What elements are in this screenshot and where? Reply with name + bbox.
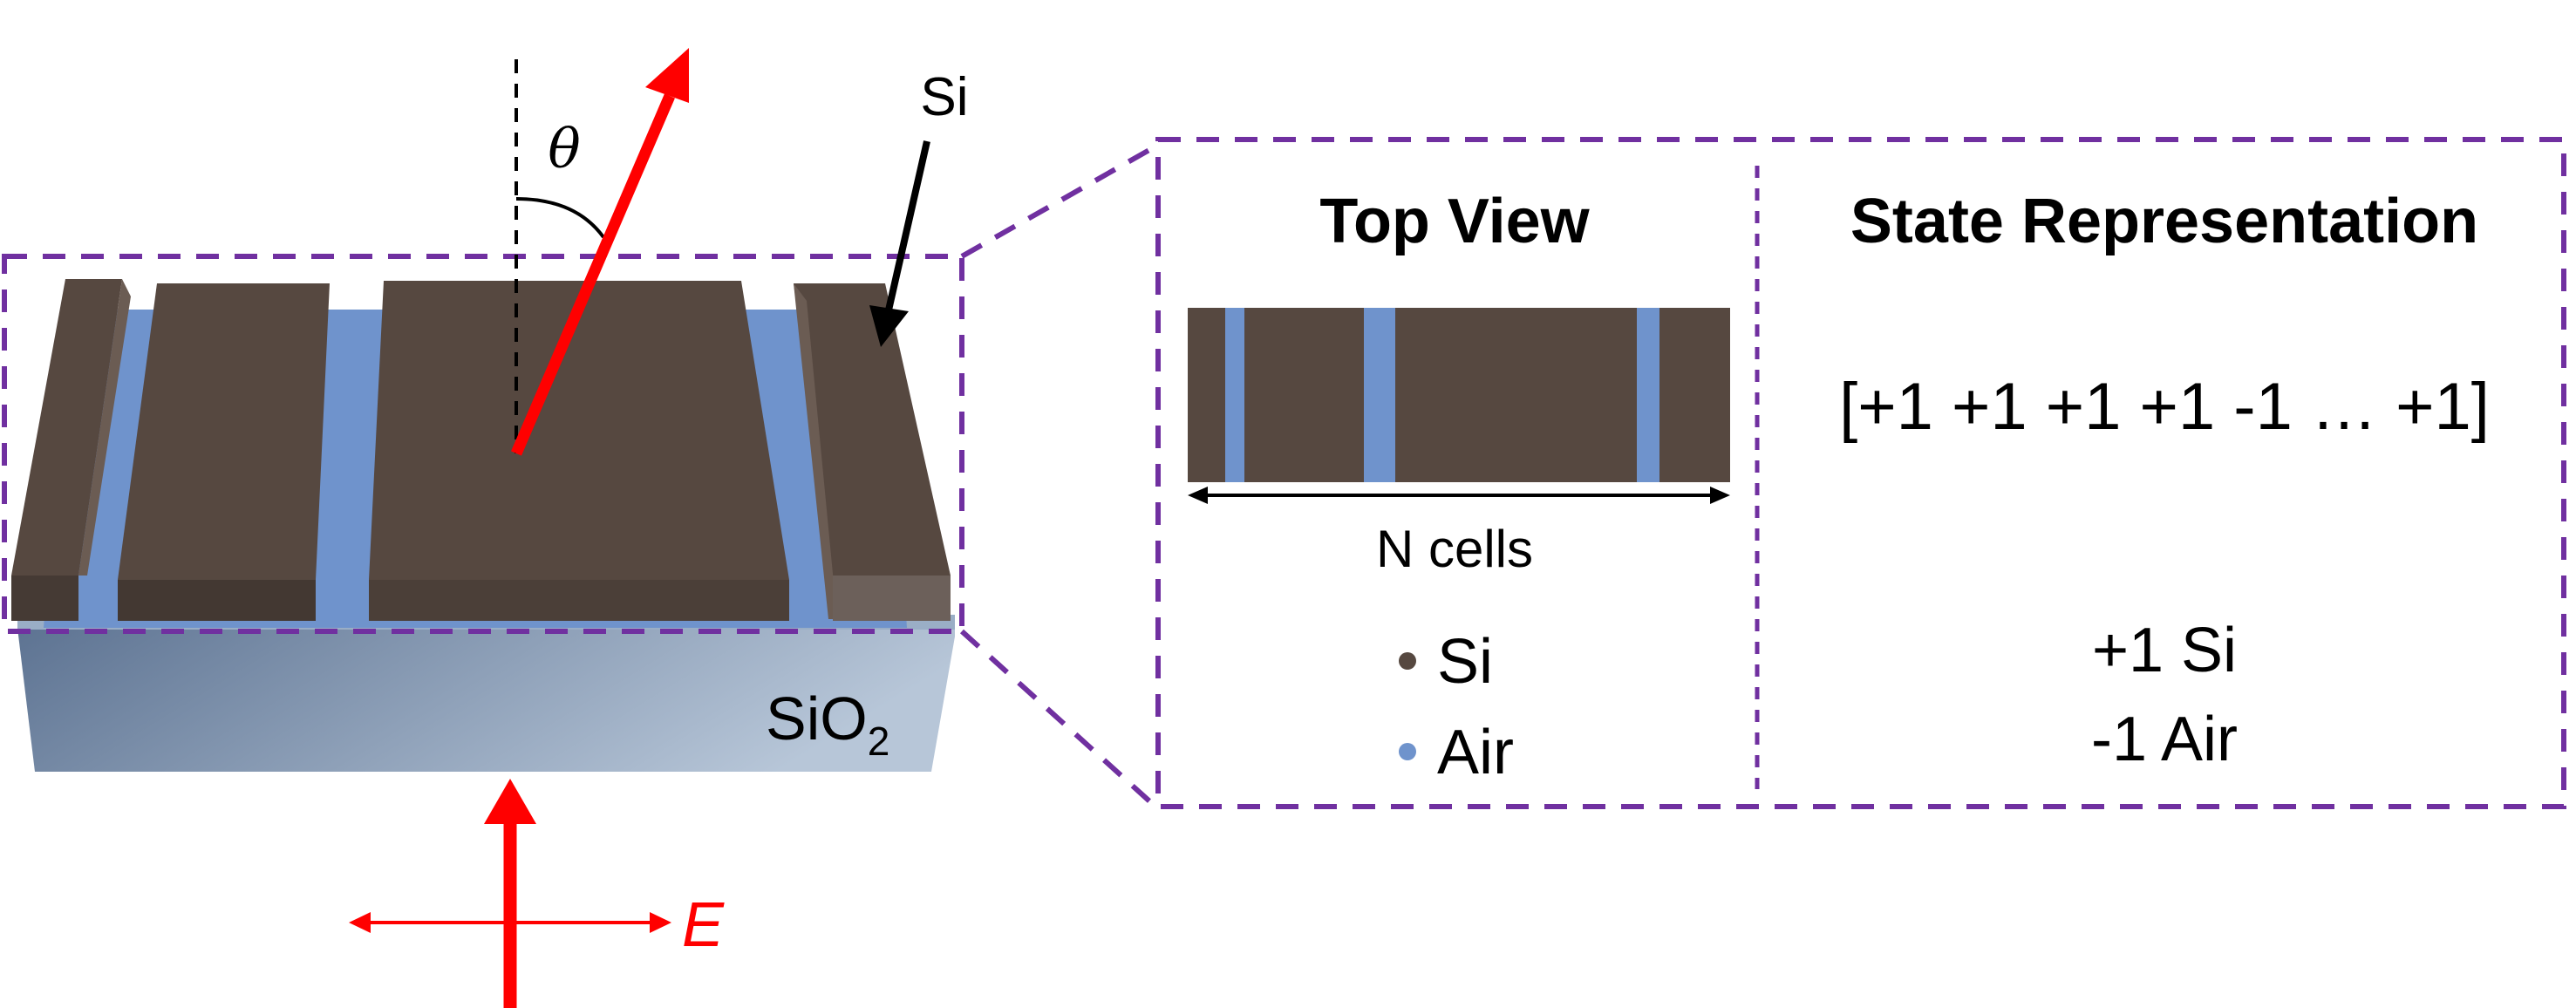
si-pointer-arrow: [869, 140, 930, 347]
e-field-label: E: [682, 890, 725, 960]
si-ridge: [11, 279, 122, 576]
si-ridge: [369, 281, 789, 580]
legend-si-label: Si: [1437, 627, 1493, 697]
air-cell: [1637, 308, 1659, 482]
air-cell: [1364, 308, 1395, 482]
angle-arc: [515, 197, 605, 239]
air-cell: [1225, 308, 1244, 482]
device-highlight-box: [2, 254, 964, 634]
top-view-title: Top View: [1319, 187, 1590, 256]
si-ridges: [11, 279, 951, 621]
sio2-label-subscript: 2: [868, 719, 890, 764]
connector-line-bottom: [959, 629, 1158, 809]
state-title: State Representation: [1850, 187, 2478, 256]
incident-beam-arrow: [484, 779, 536, 1008]
theta-label: θ: [548, 117, 580, 180]
state-mapping-air: -1 Air: [2091, 705, 2238, 774]
zoom-panel-box: [1155, 137, 2566, 809]
top-view-strip: [1188, 308, 1730, 482]
si-label: Si: [920, 67, 968, 127]
sio2-label-main: SiO: [766, 684, 868, 753]
legend-air-swatch: [1399, 743, 1416, 760]
connector-line-top: [960, 144, 1157, 259]
state-vector: [+1 +1 +1 +1 -1 … +1]: [1839, 370, 2490, 444]
diffracted-beam-arrow: [511, 48, 689, 456]
legend-si-swatch: [1399, 652, 1416, 670]
e-field-arrow: [349, 912, 671, 933]
si-ridge: [794, 283, 951, 576]
legend-air-label: Air: [1437, 718, 1514, 787]
n-cells-arrow: [1188, 487, 1730, 504]
sio2-label: SiO2: [766, 684, 889, 764]
legend: Si Air: [1399, 627, 1514, 787]
n-cells-label: N cells: [1376, 520, 1533, 578]
state-mapping-si: +1 Si: [2092, 616, 2237, 685]
si-ridge: [118, 283, 330, 580]
